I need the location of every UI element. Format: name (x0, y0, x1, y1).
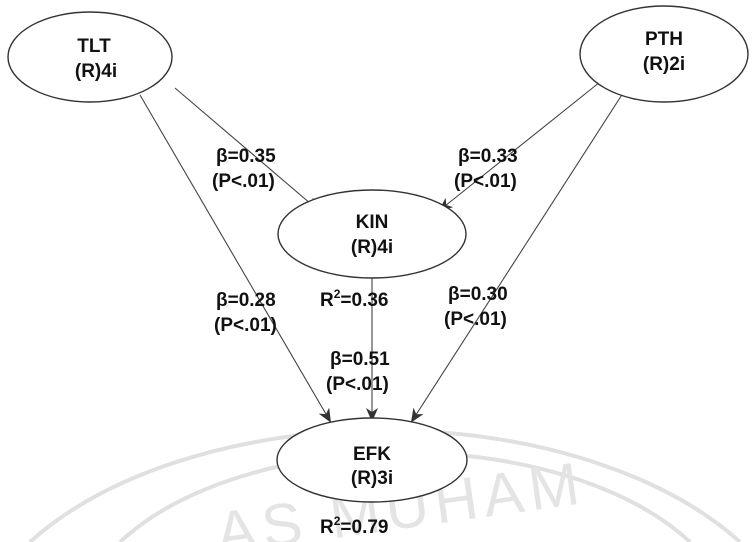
p-kin-efk: (P<.01) (326, 374, 389, 395)
r-squared-kin: R2=0.36 (320, 287, 389, 311)
beta-pth-kin: β=0.33 (458, 146, 518, 167)
edge-pth-kin (438, 81, 601, 212)
node-pth-name: PTH (645, 29, 683, 50)
beta-tlt-efk: β=0.28 (216, 290, 276, 311)
node-kin: KIN (R)4i (277, 189, 467, 279)
node-tlt-name: TLT (77, 36, 111, 57)
p-pth-kin: (P<.01) (454, 171, 517, 192)
r-squared-efk: R2=0.79 (320, 514, 389, 538)
edge-tlt-efk (139, 94, 332, 423)
label-tlt-kin: β=0.35 (P<.01) (212, 146, 276, 192)
r-squared-kin-value: =0.36 (340, 290, 388, 311)
node-pth: PTH (R)2i (579, 5, 749, 103)
node-kin-sub: (R)4i (351, 237, 393, 258)
node-efk-sub: (R)3i (351, 468, 393, 489)
node-tlt-sub: (R)4i (75, 61, 117, 82)
label-tlt-efk: β=0.28 (P<.01) (214, 290, 277, 336)
label-pth-efk: β=0.30 (P<.01) (444, 284, 508, 330)
beta-pth-efk: β=0.30 (448, 284, 508, 305)
edge-pth-efk (410, 89, 626, 423)
p-tlt-efk: (P<.01) (214, 315, 277, 336)
node-kin-shape (277, 189, 467, 279)
node-efk-name: EFK (353, 444, 391, 465)
r-squared-kin-prefix: R (320, 290, 334, 311)
node-pth-sub: (R)2i (643, 54, 685, 75)
node-efk-shape (276, 417, 468, 503)
beta-tlt-kin: β=0.35 (216, 146, 276, 167)
beta-kin-efk: β=0.51 (330, 349, 390, 370)
r-squared-efk-sup: 2 (334, 514, 341, 528)
node-efk: EFK (R)3i (276, 417, 468, 503)
node-kin-name: KIN (356, 212, 389, 233)
edge-tlt-kin (174, 87, 320, 212)
node-pth-shape (579, 5, 749, 103)
node-tlt: TLT (R)4i (7, 11, 173, 103)
r-squared-efk-prefix: R (320, 517, 334, 538)
label-pth-kin: β=0.33 (P<.01) (454, 146, 518, 192)
p-pth-efk: (P<.01) (444, 309, 507, 330)
p-tlt-kin: (P<.01) (212, 171, 275, 192)
label-kin-efk: β=0.51 (P<.01) (326, 349, 390, 395)
r-squared-kin-sup: 2 (334, 287, 341, 301)
node-tlt-shape (7, 11, 173, 103)
r-squared-efk-value: =0.79 (340, 517, 388, 538)
